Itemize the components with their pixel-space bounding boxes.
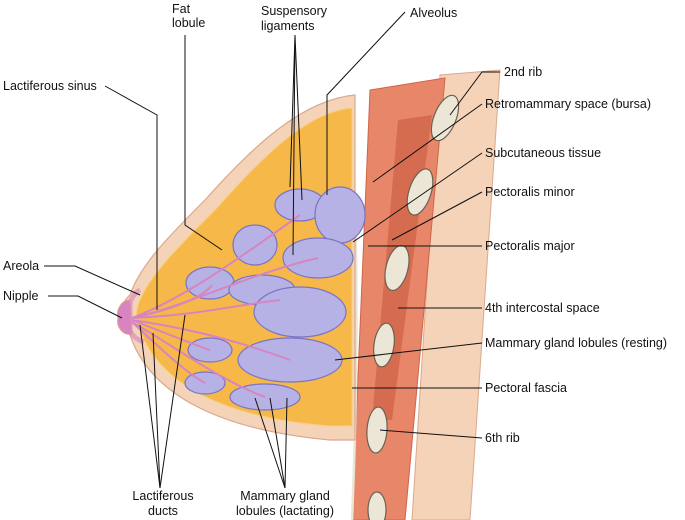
label-fat-lobule-2: lobule [172, 16, 205, 30]
leader-ducts-1 [139, 324, 161, 489]
label-retromammary: Retromammary space (bursa) [485, 97, 651, 111]
gland-lobule [185, 266, 235, 300]
lactiferous-duct [131, 321, 266, 398]
rib-5 [373, 322, 395, 368]
label-pect-minor: Pectoralis minor [485, 185, 575, 199]
leader-gland-resting [334, 342, 483, 361]
label-suspensory-1: Suspensory [261, 4, 328, 18]
leader-lactating-3 [284, 397, 288, 489]
areola [127, 287, 145, 345]
lactiferous-duct [131, 284, 213, 319]
gland-lobule [253, 286, 347, 338]
leader-suspensory-2 [294, 34, 303, 201]
rib-3 [406, 168, 434, 216]
gland-lobules [184, 186, 366, 411]
label-lactating-2: lobules (lactating) [236, 504, 334, 518]
label-suspensory-2: ligaments [261, 19, 315, 33]
label-pect-major: Pectoralis major [485, 239, 575, 253]
leader-suspensory-1 [289, 34, 296, 188]
leader-areola [44, 265, 141, 296]
lactiferous-duct [131, 319, 211, 351]
leader-lactiferous-sinus [104, 85, 158, 310]
label-pect-fascia: Pectoral fascia [485, 381, 567, 395]
label-alveolus: Alveolus [410, 6, 457, 20]
label-lact-ducts-1: Lactiferous [132, 489, 193, 503]
label-intercostal: 4th intercostal space [485, 301, 600, 315]
leader-fat-lobule [184, 35, 223, 251]
leader-lactating-2 [269, 397, 286, 489]
label-lactiferous-sinus: Lactiferous sinus [3, 79, 97, 93]
leader-lactating-1 [254, 397, 286, 489]
label-nipple: Nipple [3, 289, 38, 303]
label-2nd-rib: 2nd rib [504, 65, 542, 79]
leader-6th-rib [379, 429, 483, 439]
lactiferous-duct [131, 319, 291, 361]
leader-alveolus [326, 11, 406, 195]
label-fat-lobule-1: Fat [172, 2, 191, 16]
labels: Fat lobule Suspensory ligaments Alveolus… [3, 2, 667, 518]
lactiferous-ducts [131, 214, 319, 398]
label-areola: Areola [3, 259, 39, 273]
rib-2 [430, 94, 460, 142]
leader-ducts-2 [152, 332, 161, 489]
gland-lobule [232, 224, 278, 266]
leader-subcutaneous [352, 152, 483, 243]
leader-retromammary [372, 103, 483, 183]
leader-nipple [48, 295, 123, 319]
rib-7 [367, 491, 387, 520]
label-lact-ducts-2: ducts [148, 504, 178, 518]
label-lactating-1: Mammary gland [240, 489, 330, 503]
leader-lines [44, 11, 500, 489]
leader-ducts-3 [159, 314, 186, 489]
leader-suspensory-3 [292, 34, 296, 256]
label-subcutaneous: Subcutaneous tissue [485, 146, 601, 160]
lactiferous-duct [131, 214, 301, 319]
label-6th-rib: 6th rib [485, 431, 520, 445]
leader-pect-minor [391, 191, 483, 241]
gland-lobule [314, 186, 366, 244]
leader-2nd-rib [449, 71, 500, 116]
label-gland-resting: Mammary gland lobules (resting) [485, 336, 667, 350]
lactiferous-duct [131, 299, 281, 319]
